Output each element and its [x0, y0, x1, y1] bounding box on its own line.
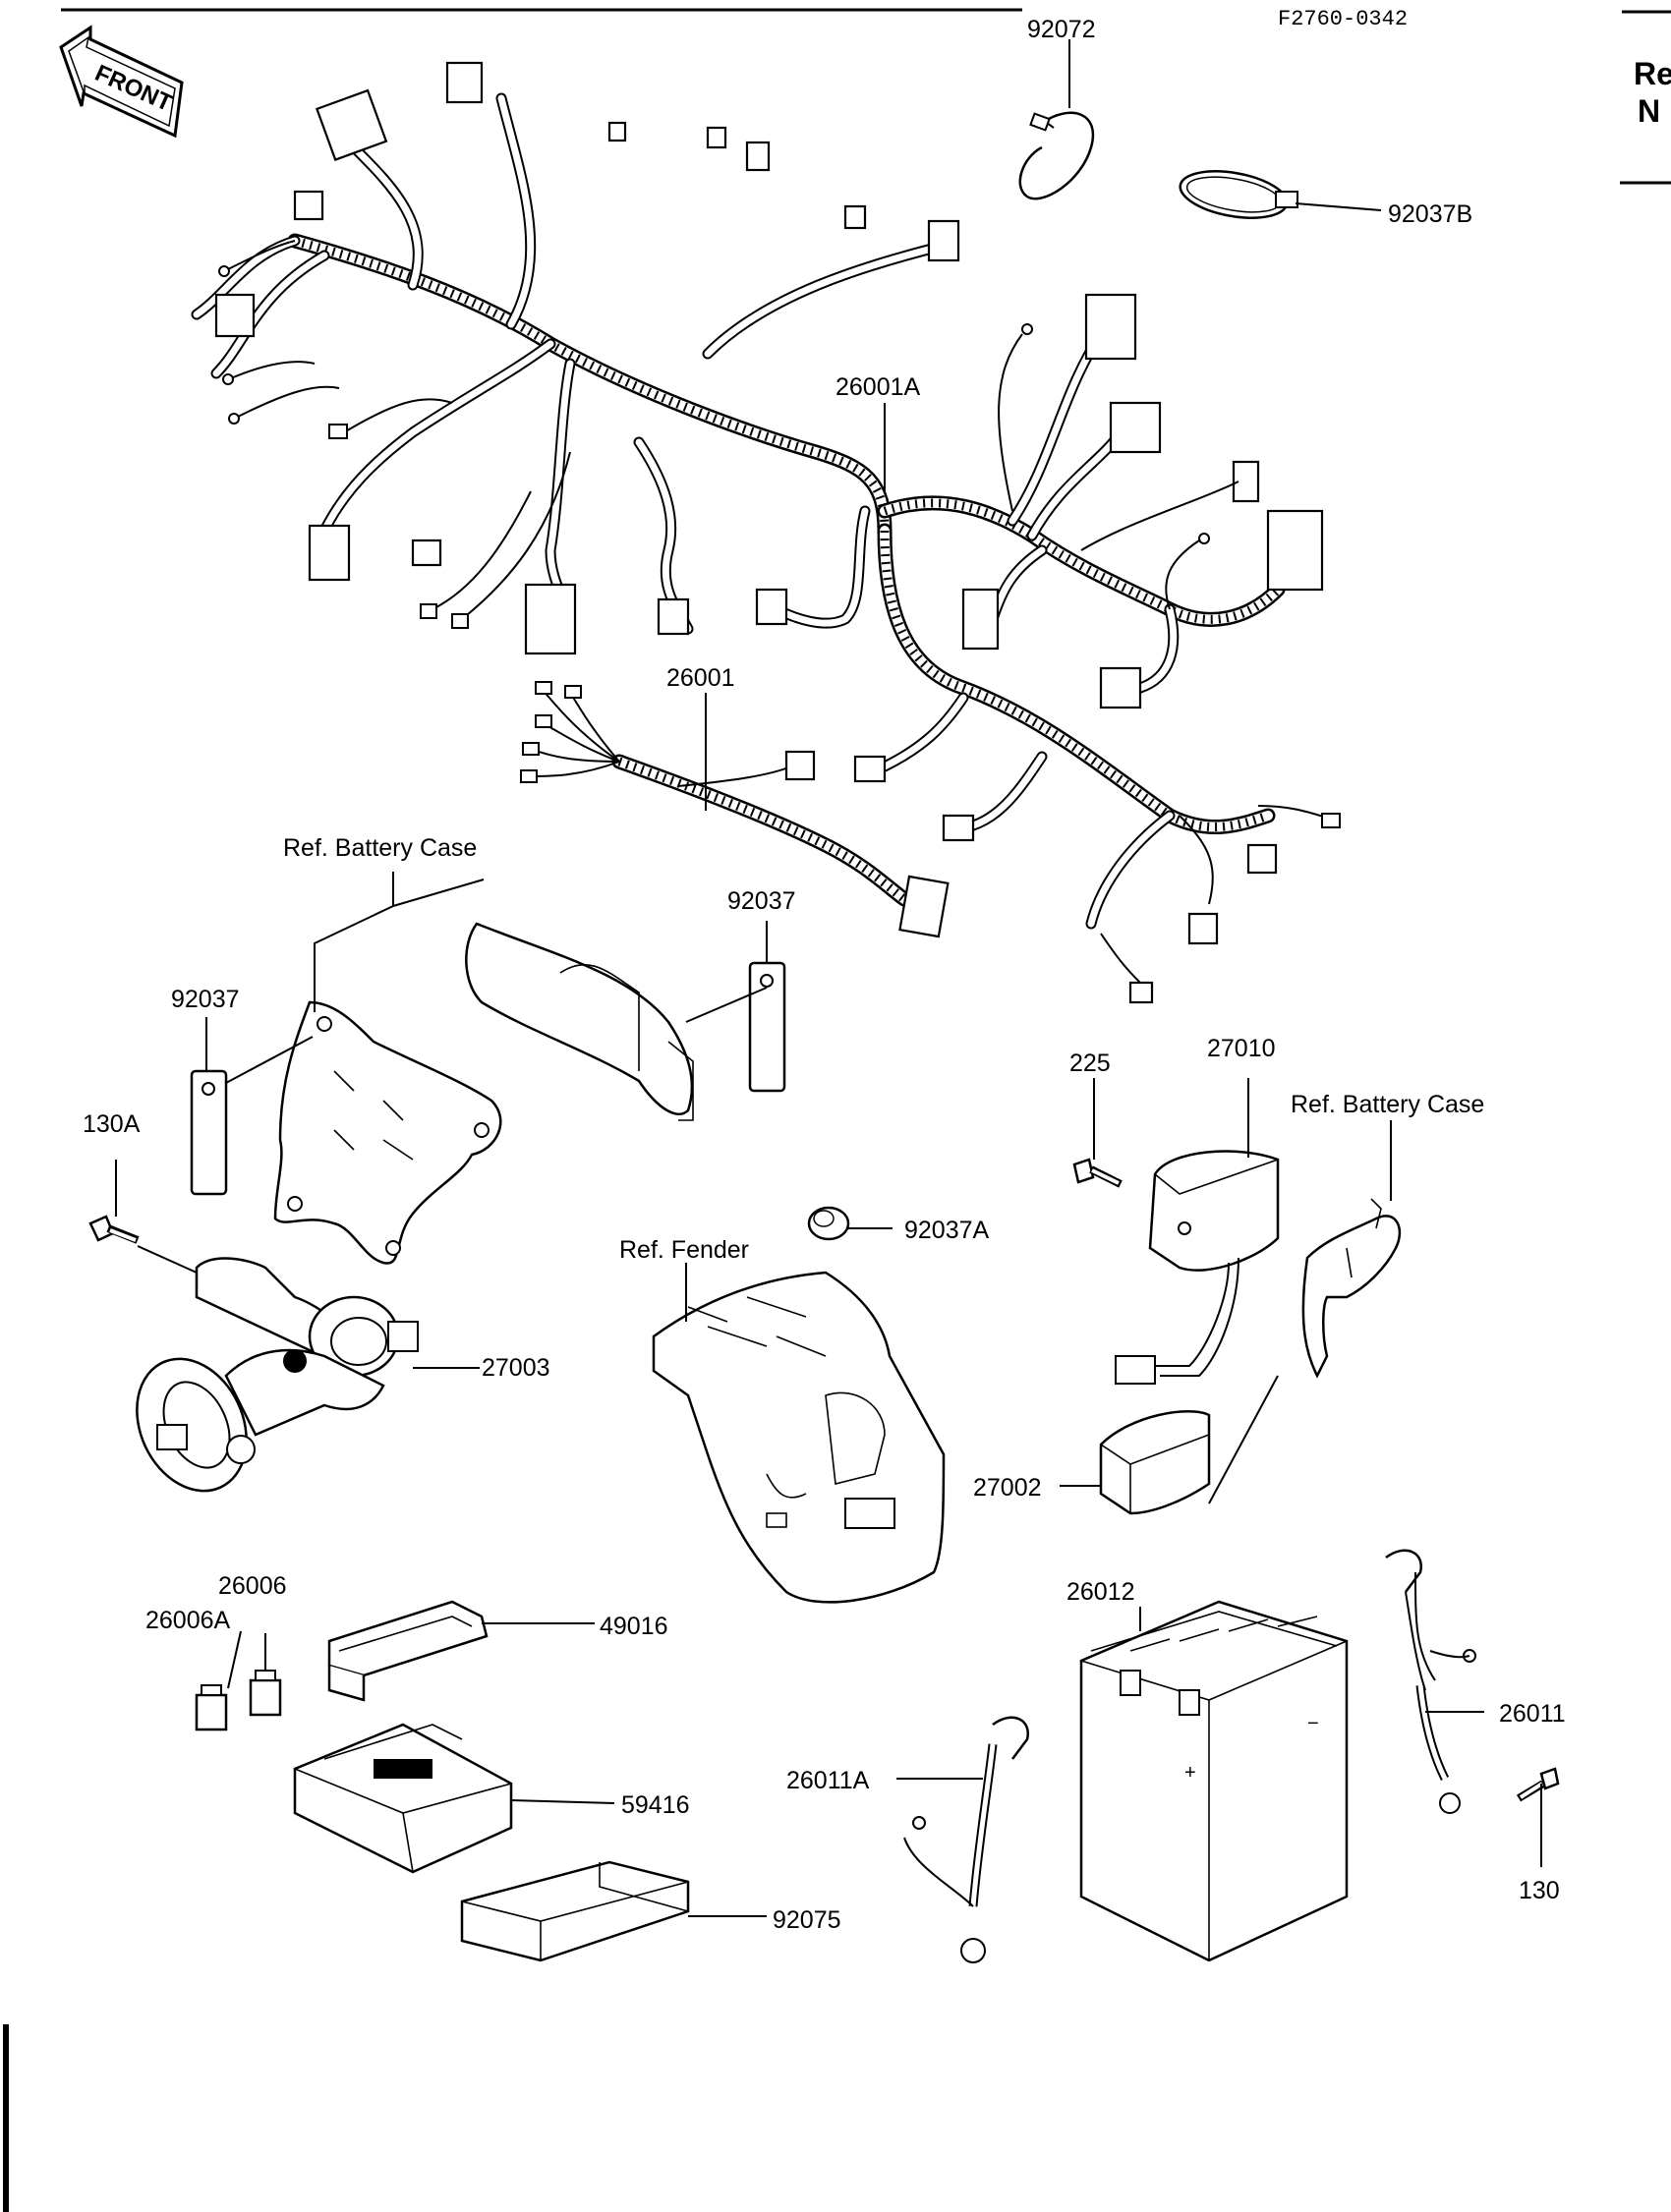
label-ref-battery-case-left: Ref. Battery Case — [283, 834, 477, 862]
label-130A: 130A — [83, 1110, 141, 1138]
label-92037-right: 92037 — [727, 887, 796, 915]
clip-92037-left — [190, 1069, 228, 1196]
label-26001A: 26001A — [836, 373, 921, 401]
harness-connectors — [214, 61, 1324, 1004]
label-26011A: 26011A — [786, 1767, 870, 1794]
label-59416: 59416 — [621, 1791, 690, 1819]
clamp-band-92072 — [1018, 111, 1095, 200]
sub-wiring-harness — [520, 681, 950, 938]
label-27010: 27010 — [1207, 1035, 1276, 1062]
fuse-26006A — [195, 1684, 228, 1731]
relay-27002 — [1099, 1375, 1279, 1515]
rear-fender-ref — [652, 1271, 946, 1604]
battery-26012: + − — [1079, 1600, 1349, 1962]
label-130: 130 — [1519, 1877, 1560, 1904]
svg-text:+: + — [1184, 1762, 1196, 1784]
cut-off-text-1: Re — [1634, 56, 1671, 91]
label-92037A: 92037A — [904, 1217, 990, 1244]
label-27002: 27002 — [973, 1474, 1042, 1502]
fuse-box-cover-49016 — [327, 1600, 489, 1702]
label-225: 225 — [1069, 1049, 1111, 1077]
starter-relay-27010 — [1115, 1150, 1280, 1385]
label-92072: 92072 — [1027, 16, 1096, 43]
label-92075: 92075 — [773, 1906, 841, 1934]
battery-case-ref-bracket — [273, 1000, 502, 1265]
label-ref-fender: Ref. Fender — [619, 1236, 749, 1264]
sub-harness-terminals — [520, 681, 582, 783]
label-27003: 27003 — [482, 1354, 550, 1382]
horn-27003 — [136, 1257, 419, 1493]
label-26011: 26011 — [1499, 1700, 1566, 1728]
harness-loose-wires — [218, 240, 1341, 984]
cable-tie-92037B — [1179, 170, 1298, 219]
label-49016: 49016 — [600, 1613, 668, 1640]
bolt-225 — [1072, 1158, 1123, 1188]
battery-cable-26011A — [903, 1716, 1030, 1963]
svg-text:−: − — [1307, 1713, 1319, 1734]
front-arrow-icon: FRONT — [59, 25, 184, 139]
label-26006: 26006 — [218, 1572, 287, 1600]
battery-case-ref-strap — [465, 922, 694, 1121]
cover-92075 — [460, 1860, 690, 1962]
cut-off-text-2: N — [1638, 93, 1660, 129]
fuse-26006 — [249, 1670, 282, 1717]
fuse-box-59416 — [293, 1723, 513, 1874]
label-ref-battery-case-right: Ref. Battery Case — [1291, 1091, 1484, 1118]
label-26001: 26001 — [666, 664, 735, 692]
battery-case-ref-bracket-right — [1301, 1198, 1402, 1379]
bolt-130A — [88, 1215, 140, 1244]
label-92037B: 92037B — [1388, 200, 1472, 228]
leader-lines — [115, 39, 1542, 1917]
label-26006A: 26006A — [145, 1607, 231, 1634]
battery-cable-26011 — [1385, 1549, 1476, 1814]
label-26012: 26012 — [1066, 1578, 1135, 1606]
clip-92037-right — [748, 961, 786, 1093]
label-92037-left: 92037 — [171, 986, 240, 1013]
figure-code: F2760-0342 — [1278, 7, 1408, 31]
cap-92037A — [807, 1206, 850, 1241]
bolt-130 — [1516, 1767, 1560, 1802]
